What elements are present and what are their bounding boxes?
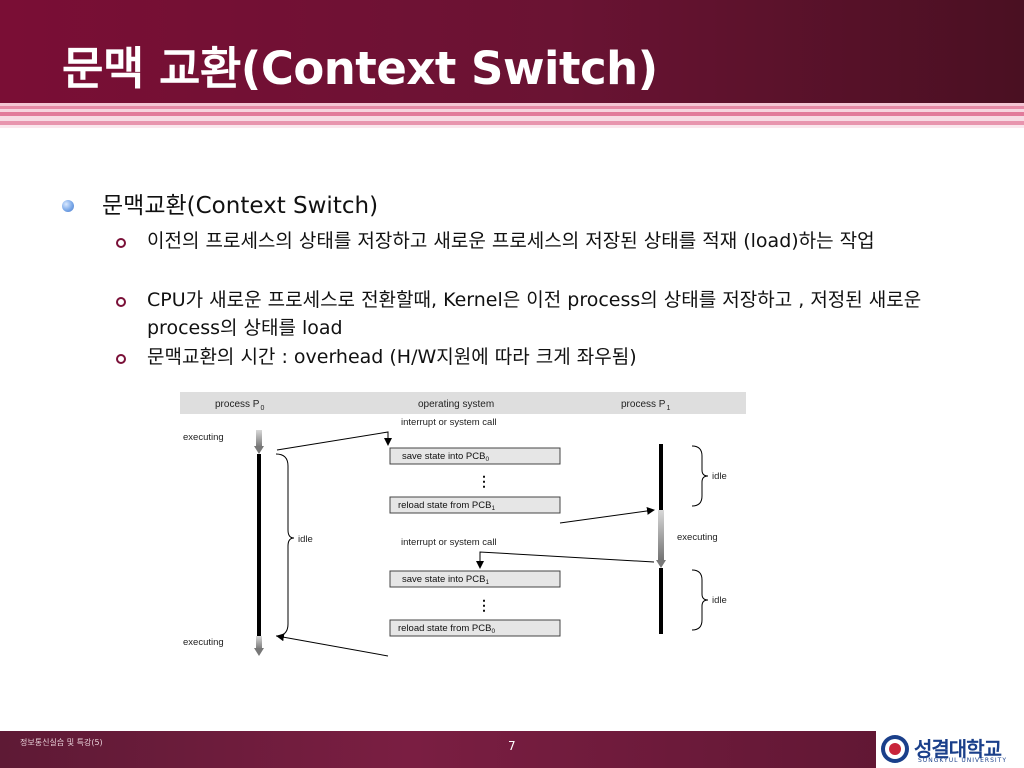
save-pcb1-box: [389, 570, 561, 588]
col-p1-label: process P1: [621, 399, 670, 412]
p0-executing-arrow: [254, 648, 264, 656]
p1-idle-brace: [691, 569, 709, 631]
slide-title: 문맥 교환(Context Switch): [62, 42, 658, 95]
bullet-dot-icon: [62, 200, 74, 212]
main-bullet-text: 문맥교환(Context Switch): [102, 193, 379, 219]
p0-executing-label: executing: [183, 432, 224, 443]
reload-pcb1-box: [389, 496, 561, 514]
reload-pcb0-box: [389, 619, 561, 637]
p0-executing-arrow: [254, 446, 264, 454]
sub-bullet-text: CPU가 새로운 프로세스로 전환할때, Kernel은 이전 process의…: [147, 289, 922, 339]
title-bar: [0, 0, 1024, 103]
arrow-p0-to-os: [276, 431, 392, 451]
ring-bullet-icon: [116, 297, 126, 307]
university-name: 성결대학교: [914, 737, 1002, 761]
interrupt-label: interrupt or system call: [401, 537, 497, 548]
sub-bullet-text: 문맥교환의 시간 : overhead (H/W지원에 따라 크게 좌우됨): [147, 346, 637, 368]
arrow-os-to-p1: [559, 506, 655, 524]
save-pcb0-label: save state into PCB0: [402, 451, 489, 463]
header-stripe: [0, 116, 1024, 121]
col-p0-label: process P0: [215, 399, 264, 412]
university-seal-icon: [881, 735, 909, 763]
page-number: 7: [508, 739, 516, 753]
ellipsis-dots: ⋮: [477, 597, 491, 613]
p0-executing-label: executing: [183, 637, 224, 648]
header-stripe: [0, 121, 1024, 125]
p1-executing-arrow: [656, 560, 666, 568]
arrow-p1-to-os: [476, 551, 655, 569]
col-os-label: operating system: [418, 399, 494, 410]
p0-idle-label: idle: [298, 534, 313, 545]
p1-idle-brace: [691, 445, 709, 507]
ellipsis-dots: ⋮: [477, 473, 491, 489]
p1-executing-bar: [658, 510, 664, 562]
p0-executing-bar: [256, 636, 262, 650]
p0-idle-brace: [275, 453, 295, 637]
university-name-en: SUNGKYUL UNIVERSITY: [918, 757, 1007, 764]
header-stripe: [0, 125, 1024, 128]
save-pcb0-box: [389, 447, 561, 465]
footer-bar: [0, 731, 1024, 768]
p0-executing-bar: [256, 430, 262, 448]
header-stripe: [0, 112, 1024, 116]
header-stripe: [0, 109, 1024, 112]
p1-executing-label: executing: [677, 532, 718, 543]
p0-idle-bar: [257, 454, 261, 636]
reload-pcb1-label: reload state from PCB1: [398, 500, 495, 512]
ring-bullet-icon: [116, 238, 126, 248]
footer-course-label: 정보통신실습 및 특강(5): [20, 738, 103, 747]
sub-bullet-text: 이전의 프로세스의 상태를 저장하고 새로운 프로세스의 저장된 상태를 적재 …: [147, 230, 875, 252]
interrupt-label: interrupt or system call: [401, 417, 497, 428]
ring-bullet-icon: [116, 354, 126, 364]
arrow-os-to-p0: [276, 633, 389, 657]
p1-idle-label: idle: [712, 595, 727, 606]
context-switch-diagram: process P0 operating system process P1 e…: [180, 392, 746, 657]
reload-pcb0-label: reload state from PCB0: [398, 623, 495, 635]
p1-idle-label: idle: [712, 471, 727, 482]
p1-idle-bar: [659, 444, 663, 510]
header-stripe: [0, 106, 1024, 109]
p1-idle-bar: [659, 568, 663, 634]
diagram-header: [180, 392, 746, 414]
save-pcb1-label: save state into PCB1: [402, 574, 489, 586]
header-stripe: [0, 103, 1024, 106]
